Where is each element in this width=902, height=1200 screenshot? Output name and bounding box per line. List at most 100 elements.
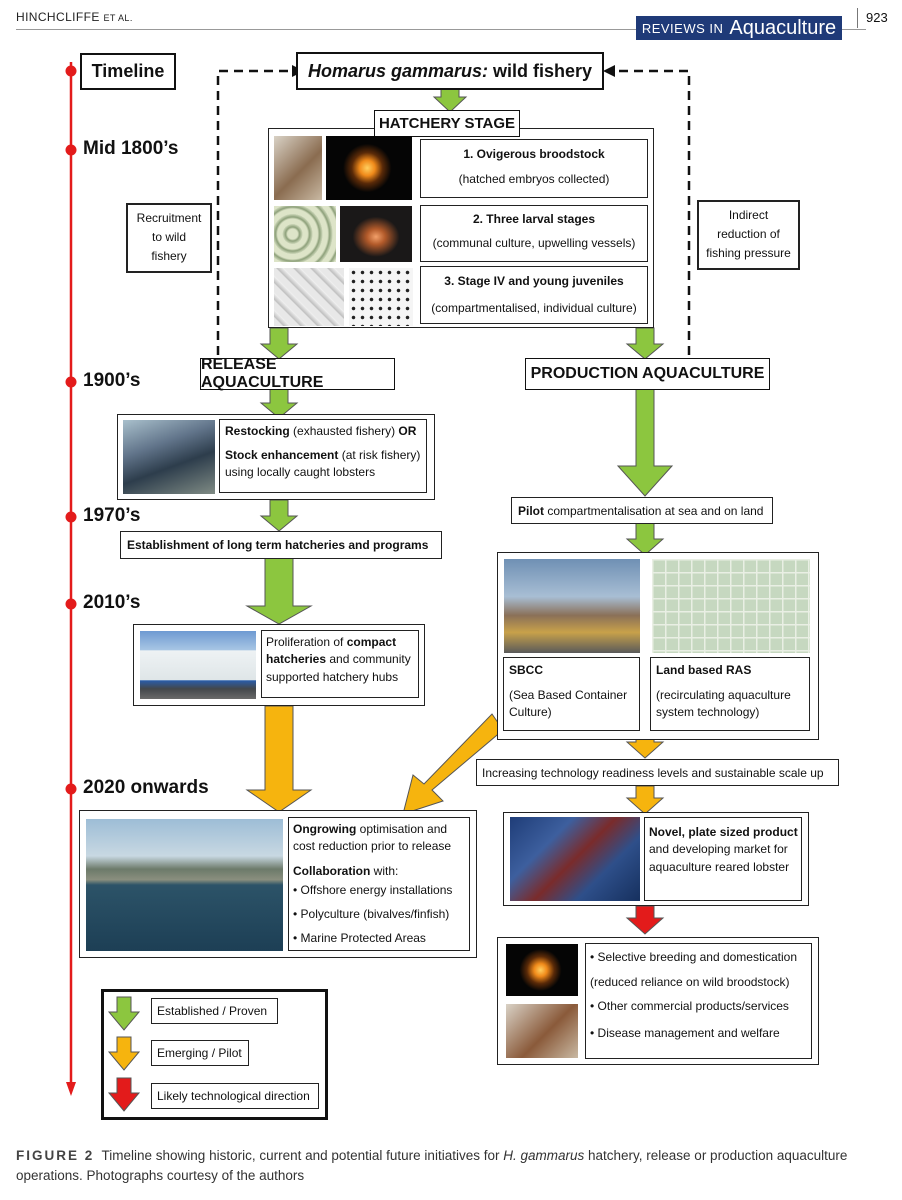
- restocking-label: Restocking: [225, 424, 290, 438]
- journal-banner: REVIEWS IN Aquaculture: [636, 16, 842, 40]
- restocking-box: Restocking (exhausted fishery) OR Stock …: [117, 414, 435, 500]
- ongrowing-text: Ongrowing optimisation and cost reductio…: [293, 821, 469, 856]
- long-term-hatcheries-box: Establishment of long term hatcheries an…: [120, 531, 442, 559]
- larva-photo: [340, 206, 412, 262]
- journal-prefix: REVIEWS IN: [641, 20, 724, 36]
- novel-product-text-box: Novel, plate sized product and developin…: [644, 817, 802, 901]
- hatchery-container-photo: [140, 631, 256, 699]
- page-divider: [857, 8, 858, 28]
- ongrowing-box: Ongrowing optimisation and cost reductio…: [79, 810, 477, 958]
- sbcc-photo: [504, 559, 640, 653]
- species-name: Homarus gammarus:: [307, 60, 489, 81]
- green-arrow: [625, 522, 665, 556]
- scale-up-text: Increasing technology readiness levels a…: [482, 766, 824, 780]
- future-directions-box: • Selective breeding and domestication (…: [497, 937, 819, 1065]
- sea-ongrowing-photo: [86, 819, 283, 951]
- caption-species: H. gammarus: [503, 1148, 585, 1163]
- juvenile-trays-photo: [274, 268, 344, 326]
- collaboration-text: Collaboration with:: [293, 863, 469, 880]
- future-item: • Other commercial products/services: [590, 999, 789, 1013]
- ongrowing-text-box: Ongrowing optimisation and cost reductio…: [288, 817, 470, 951]
- timeline-arrowhead: [66, 1082, 76, 1096]
- upwelling-vessels-photo: [274, 206, 336, 262]
- stage-3-title: 3. Stage IV and young juveniles: [444, 274, 624, 288]
- legend-label: Emerging / Pilot: [157, 1046, 242, 1060]
- era-label: 2010’s: [83, 592, 141, 613]
- green-arrow: [245, 557, 313, 625]
- broodstock-photo: [506, 1004, 578, 1058]
- amber-arrow: [402, 713, 504, 815]
- restocking-text-box: Restocking (exhausted fishery) OR Stock …: [219, 419, 427, 493]
- stage-3-sub: (compartmentalised, individual culture): [431, 301, 637, 315]
- novel-product-text: Novel, plate sized product and developin…: [649, 824, 801, 876]
- stage-2-title: 2. Three larval stages: [472, 212, 596, 226]
- stock-enhancement-text: Stock enhancement (at risk fishery) usin…: [225, 447, 425, 482]
- green-arrow: [259, 327, 299, 360]
- dashed-arrowhead-right: [603, 65, 615, 77]
- compact-hatcheries-text: Proliferation of compact hatcheries and …: [266, 634, 418, 686]
- timeline-dot: [65, 65, 77, 77]
- recruitment-box: Recruitment to wild fishery: [126, 203, 212, 273]
- restocking-desc: (exhausted fishery): [289, 424, 399, 438]
- stock-enhancement-label: Stock enhancement: [225, 448, 339, 462]
- pilot-text: Pilot compartmentalisation at sea and on…: [518, 503, 763, 520]
- sbcc-title: SBCC: [509, 663, 544, 677]
- green-arrow: [625, 327, 665, 360]
- future-item: • Disease management and welfare: [590, 1026, 780, 1040]
- journal-name: Aquaculture: [729, 16, 837, 39]
- legend-item: Emerging / Pilot: [151, 1040, 249, 1066]
- era-label: Mid 1800’s: [83, 138, 179, 159]
- future-item: • Selective breeding and domestication: [590, 950, 797, 964]
- ras-box: Land based RAS (recirculating aquacultur…: [650, 657, 810, 731]
- collab-item: • Marine Protected Areas: [293, 931, 426, 945]
- running-head: HINCHCLIFFE ET AL.: [16, 10, 133, 24]
- novel-product-desc: and developing market for aquaculture re…: [649, 842, 790, 874]
- wild-fishery-box: Homarus gammarus: wild fishery: [296, 52, 604, 90]
- scale-up-box: Increasing technology readiness levels a…: [476, 759, 839, 786]
- legend-item: Likely technological direction: [151, 1083, 319, 1109]
- or-label: OR: [398, 424, 417, 438]
- page-number: 923: [866, 10, 888, 25]
- amber-arrow: [245, 705, 313, 813]
- future-item: (reduced reliance on wild broodstock): [590, 975, 790, 989]
- stage-1-title: 1. Ovigerous broodstock: [463, 147, 605, 161]
- header-rule: [16, 29, 866, 30]
- stage-2-box: 2. Three larval stages (communal culture…: [420, 205, 648, 262]
- sbcc-box: SBCC (Sea Based Container Culture): [503, 657, 640, 731]
- hatchery-title: HATCHERY STAGE: [374, 110, 520, 137]
- compact-hatcheries-box: Proliferation of compact hatcheries and …: [133, 624, 425, 706]
- restocking-text: Restocking (exhausted fishery) OR: [225, 423, 425, 440]
- legend-red-arrow: [107, 1077, 141, 1112]
- era-label: 1900’s: [83, 370, 141, 391]
- legend-label: Established / Proven: [157, 1004, 268, 1018]
- embryo-photo: [506, 944, 578, 996]
- legend-label: Likely technological direction: [157, 1089, 310, 1103]
- lobster-product-photo: [510, 817, 640, 901]
- future-directions-text-box: • Selective breeding and domestication (…: [585, 943, 812, 1059]
- sbcc-sub: (Sea Based Container Culture): [509, 688, 628, 720]
- caption-text-1: Timeline showing historic, current and p…: [94, 1148, 504, 1163]
- collab-item: • Polyculture (bivalves/finfish): [293, 907, 450, 921]
- stage-1-box: 1. Ovigerous broodstock (hatched embryos…: [420, 139, 648, 198]
- juvenile-lobster-photo: [349, 268, 413, 326]
- timeline-dot: [65, 783, 77, 795]
- green-arrow: [616, 388, 674, 497]
- era-label: 2020 onwards: [83, 777, 209, 798]
- timeline-title: Timeline: [80, 53, 176, 90]
- timeline-dot: [65, 376, 77, 388]
- red-arrow: [625, 905, 665, 935]
- ongrowing-desc: optimisation and cost reduction prior to…: [293, 822, 452, 854]
- ras-photo: [652, 559, 810, 653]
- release-photo: [123, 420, 215, 494]
- collaboration-label: Collaboration: [293, 864, 371, 878]
- pilot-desc: compartmentalisation at sea and on land: [544, 504, 764, 518]
- ongrowing-label: Ongrowing: [293, 822, 357, 836]
- amber-arrow: [625, 785, 665, 815]
- novel-product-label: Novel, plate sized product: [649, 825, 798, 839]
- timeline-dot: [65, 511, 77, 523]
- legend-amber-arrow: [107, 1036, 141, 1071]
- collaboration-desc: with:: [370, 864, 399, 878]
- embryo-larva-photo: [326, 136, 412, 200]
- timeline-dot: [65, 598, 77, 610]
- fishing-pressure-box: Indirect reduction of fishing pressure: [697, 200, 800, 270]
